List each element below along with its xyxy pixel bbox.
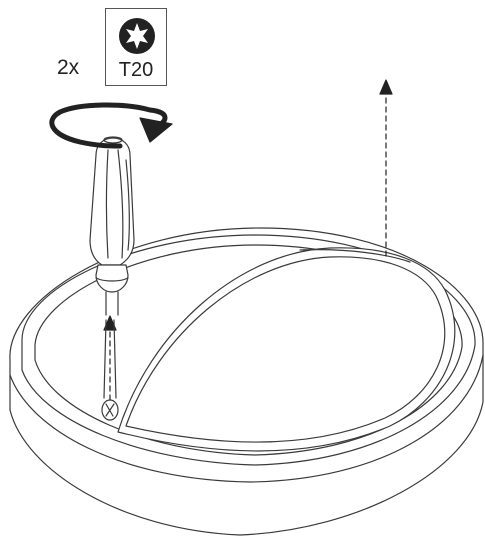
torx-bit-icon — [119, 18, 155, 54]
quantity-label: 2x — [57, 56, 80, 79]
insert-arrow-icon — [103, 315, 117, 331]
housing-top-rim-outer — [21, 234, 476, 466]
rotate-arrow-icon — [49, 102, 173, 149]
tool-size-label: T20 — [118, 59, 154, 81]
housing-base-rim — [9, 354, 484, 483]
cover-lip — [299, 249, 411, 263]
lamp-cover — [117, 247, 456, 452]
screw-path — [101, 315, 119, 421]
cover-inner-edge — [125, 256, 446, 443]
tool-callout: T20 — [105, 8, 167, 86]
up-arrow-icon — [379, 79, 393, 95]
cover-outer-edge — [117, 247, 456, 452]
lift-direction-arrow — [379, 79, 393, 257]
screwdriver — [89, 136, 135, 316]
screwdriver-handle — [89, 137, 135, 266]
